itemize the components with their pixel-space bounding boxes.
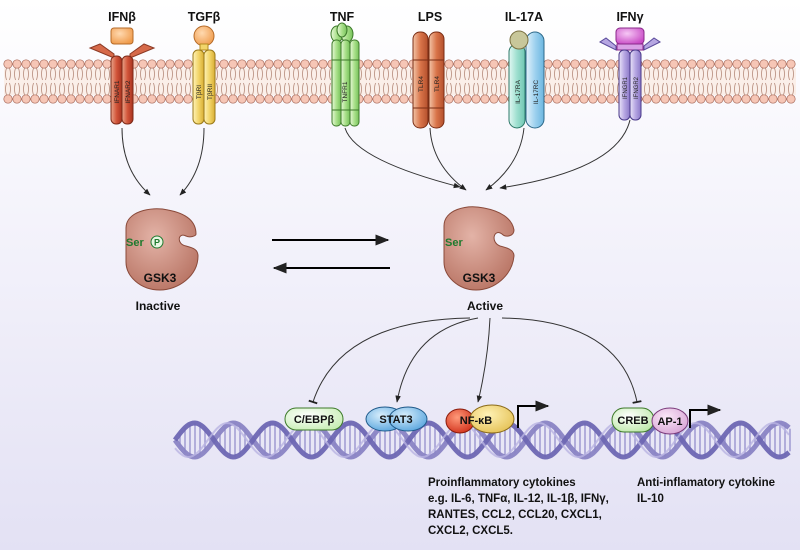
ifngr-receptor: IFNGR1 IFNGR2 (599, 27, 661, 121)
tnfr1-label: TNFR1 (342, 81, 349, 102)
arrow-ifngr-to-active (499, 119, 631, 190)
ligand-il17a-label: IL-17A (505, 10, 543, 24)
ligand-lps-label: LPS (418, 10, 442, 24)
cebpb-factor: C/EBPβ (284, 407, 344, 431)
il17ra-label: IL-17RA (515, 79, 522, 104)
phospho-label: P (154, 238, 160, 248)
creb-factor: CREB (611, 407, 655, 433)
arrow-tlr4-to-active (429, 127, 467, 191)
ligand-tgfb-label: TGFβ (188, 10, 221, 24)
inhibit-cebpb (308, 317, 471, 405)
tgfb-receptor: TβRI TβRII (192, 25, 216, 125)
stat3-label: STAT3 (379, 414, 412, 426)
ifngr2-label: IFNGR2 (634, 76, 640, 99)
stat3-factor: STAT3 (365, 406, 428, 432)
gsk3-active: Ser GSK3 (443, 206, 515, 291)
gsk3-effect-arrows (308, 317, 642, 405)
dna-helix (172, 420, 791, 460)
tlr4-receptor: TLR4 TLR4 (412, 31, 445, 129)
ligand-ifnb-label: IFNβ (108, 10, 136, 24)
antiinflammatory-promoter-arrow (689, 404, 722, 428)
creb-label: CREB (617, 415, 648, 427)
inactive-gsk3-label: GSK3 (144, 271, 177, 285)
active-gsk3-label: GSK3 (463, 271, 496, 285)
ifnar-receptor: IFNAR1 IFNAR2 (88, 27, 156, 125)
cebpb-label: C/EBPβ (294, 414, 335, 426)
ap1-label: AP-1 (657, 416, 682, 428)
nfkb-label: NF-κB (460, 415, 492, 427)
phosphate-icon (150, 235, 164, 249)
proinflammatory-line2: RANTES, CCL2, CCL20, CXCL1, (428, 509, 602, 521)
activate-nfkb (476, 317, 491, 403)
ligand-tnf-label: TNF (330, 10, 355, 24)
inactive-ser-label: Ser (126, 237, 144, 249)
tlr4-b-label: TLR4 (434, 76, 441, 92)
proinflammatory-title: Proinflammatory cytokines (428, 477, 576, 489)
inhibit-creb (501, 317, 642, 404)
arrow-il17r-to-active (485, 127, 525, 191)
il17rc-label: IL-17RC (533, 80, 540, 105)
ifngr1-label: IFNGR1 (623, 76, 629, 99)
active-ser-label: Ser (445, 237, 463, 249)
arrow-ifnar-to-inactive (121, 127, 151, 196)
tgfb-ligand (193, 25, 215, 47)
receptor-arrows (121, 119, 631, 196)
tbrii-label: TβRII (207, 84, 214, 100)
il17-receptor: IL-17RA IL-17RC (508, 30, 545, 129)
tbri-label: TβRI (196, 85, 203, 99)
gsk3-inactive: Ser P GSK3 (125, 208, 199, 291)
activate-stat3 (395, 317, 479, 403)
tnf-ligand (336, 22, 348, 38)
antiinflammatory-line1: IL-10 (637, 493, 664, 505)
inactive-state-label: Inactive (136, 299, 181, 313)
proinflammatory-line3: CXCL2, CXCL5. (428, 525, 513, 537)
arrow-tnfr1-to-active (344, 127, 461, 189)
nfkb-factor: NF-κB (445, 404, 515, 434)
ifnb-ligand (110, 27, 134, 45)
tnfr1-receptor: TNFR1 (330, 22, 360, 127)
proinflammatory-promoter-arrow (517, 400, 550, 428)
ap1-factor: AP-1 (651, 407, 689, 435)
antiinflammatory-title: Anti-inflamatory cytokine (637, 477, 775, 489)
ifnar2-label: IFNAR2 (125, 80, 132, 104)
proinflammatory-line1: e.g. IL-6, TNFα, IL-12, IL-1β, IFNγ, (428, 493, 609, 505)
ifnar1-label: IFNAR1 (114, 80, 121, 104)
tlr4-a-label: TLR4 (418, 76, 425, 92)
proinflammatory-output: Proinflammatory cytokines e.g. IL-6, TNF… (428, 477, 609, 537)
active-state-label: Active (467, 299, 503, 313)
antiinflammatory-output: Anti-inflamatory cytokine IL-10 (637, 477, 775, 505)
ligand-ifng-label: IFNγ (616, 10, 643, 24)
ifng-ligand (615, 27, 645, 45)
arrow-tgfbr-to-inactive (179, 127, 205, 196)
il17a-ligand (509, 30, 529, 50)
